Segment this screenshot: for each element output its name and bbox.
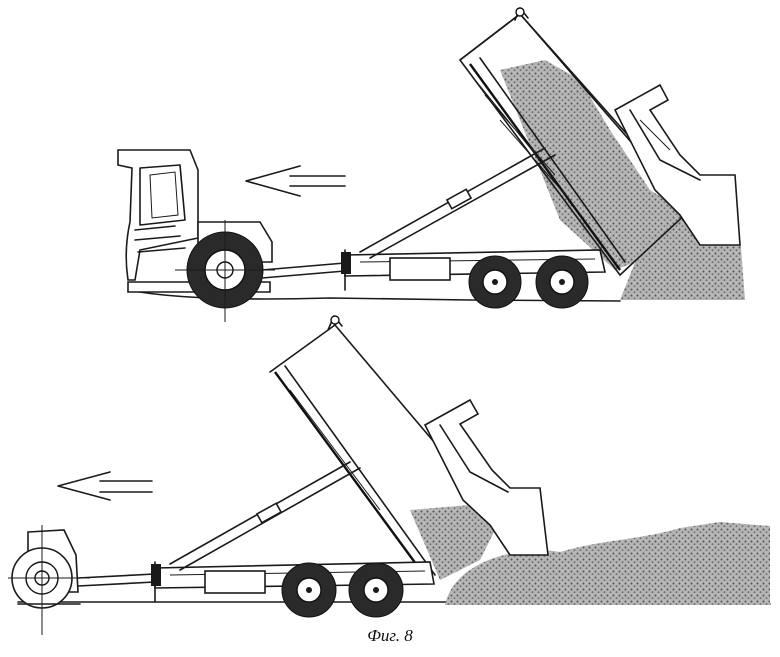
material-pile (445, 522, 770, 605)
material-in-body (410, 505, 500, 580)
tailgate (423, 398, 549, 556)
direction-arrow-icon (245, 165, 346, 197)
drawbar (261, 262, 346, 279)
direction-arrow-icon (57, 471, 153, 501)
material-in-body (500, 60, 700, 270)
trailer-wheel-front (281, 562, 337, 618)
drawbar (77, 573, 156, 587)
trailer-wheel-rear (348, 562, 404, 618)
trailer-wheel-front (468, 255, 522, 309)
trailer-wheel-rear (535, 255, 589, 309)
tailgate (613, 83, 741, 246)
upper-scene (117, 7, 745, 322)
cab-tractor (117, 149, 275, 322)
figure-caption: Фиг. 8 (367, 626, 413, 645)
lower-scene (8, 315, 771, 635)
wheel-tractor (8, 525, 90, 635)
